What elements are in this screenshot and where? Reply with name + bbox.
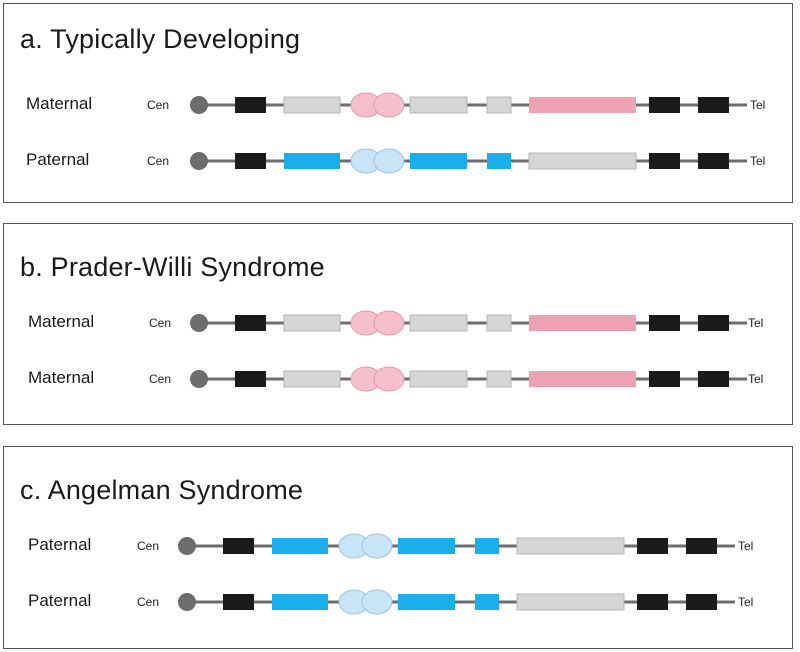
gene-block-large <box>516 593 625 611</box>
gene-block <box>475 594 499 610</box>
parent-label: Paternal <box>26 150 90 169</box>
imprinting-center-lobe <box>361 589 393 615</box>
gene-block <box>475 538 499 554</box>
chromosome-diagram <box>190 148 747 174</box>
gene-block-black <box>698 371 729 387</box>
gene-block-black <box>223 538 254 554</box>
telomere-label: Tel <box>750 154 766 168</box>
gene-block-large <box>528 152 637 170</box>
gene-block-black <box>649 97 680 113</box>
panel-title: c. Angelman Syndrome <box>20 475 304 505</box>
gene-block-black <box>649 371 680 387</box>
gene-block <box>283 314 341 332</box>
centromere-label: Cen <box>149 372 172 386</box>
imprinting-center-lobe <box>373 148 405 174</box>
telomere-label: Tel <box>738 539 754 553</box>
chromosome-row: Maternal Cen Tel <box>4 364 792 394</box>
gene-block <box>409 96 468 114</box>
centromere-label: Cen <box>149 316 172 330</box>
gene-block-black <box>686 538 717 554</box>
centromere-dot <box>178 537 196 555</box>
gene-block <box>283 370 341 388</box>
gene-block <box>398 594 455 610</box>
gene-block <box>272 538 328 554</box>
chromosome-row: Maternal Cen Tel <box>4 308 792 338</box>
imprinting-center-lobe <box>373 310 405 336</box>
panel-prader-willi: b. Prader-Willi Syndrome Maternal Cen Te… <box>3 223 793 425</box>
panel-title: b. Prader-Willi Syndrome <box>20 252 325 282</box>
gene-block <box>410 153 467 169</box>
imprinting-center-lobe <box>373 92 405 118</box>
centromere-label: Cen <box>137 539 160 553</box>
gene-block-large <box>529 97 636 113</box>
gene-block-black <box>686 594 717 610</box>
gene-block-large <box>529 315 636 331</box>
gene-block <box>283 96 341 114</box>
chromosome-row: Paternal Cen Tel <box>4 146 792 176</box>
gene-block-black <box>235 153 266 169</box>
parent-label: Maternal <box>26 94 93 113</box>
panel-angelman: c. Angelman Syndrome Paternal Cen Tel Pa… <box>3 446 793 649</box>
chromosome-row: Paternal Cen Tel <box>4 531 792 561</box>
gene-block <box>409 370 468 388</box>
centromere-label: Cen <box>137 595 160 609</box>
centromere-dot <box>190 314 208 332</box>
centromere-dot <box>190 152 208 170</box>
panel-title: a. Typically Developing <box>20 24 301 54</box>
centromere-label: Cen <box>147 154 170 168</box>
gene-block-black <box>223 594 254 610</box>
gene-block-black <box>649 315 680 331</box>
gene-block-large <box>516 537 625 555</box>
gene-block <box>486 96 512 114</box>
chromosome-row: Paternal Cen Tel <box>4 587 792 617</box>
gene-block-black <box>698 153 729 169</box>
telomere-label: Tel <box>750 98 766 112</box>
imprinting-center-lobe <box>361 533 393 559</box>
gene-block <box>487 153 511 169</box>
gene-block <box>272 594 328 610</box>
centromere-dot <box>190 370 208 388</box>
parent-label: Paternal <box>28 591 92 610</box>
gene-block <box>486 370 512 388</box>
gene-block <box>398 538 455 554</box>
gene-block <box>409 314 468 332</box>
gene-block-black <box>235 315 266 331</box>
centromere-label: Cen <box>147 98 170 112</box>
gene-block-black <box>698 97 729 113</box>
gene-block-black <box>235 97 266 113</box>
chromosome-row: Maternal Cen Tel <box>4 90 792 120</box>
gene-block <box>486 314 512 332</box>
panel-typically-developing: a. Typically Developing Maternal Cen Tel… <box>3 3 793 203</box>
chromosome-diagram <box>178 589 735 615</box>
chromosome-diagram <box>178 533 735 559</box>
centromere-dot <box>178 593 196 611</box>
parent-label: Maternal <box>28 312 95 331</box>
gene-block-large <box>529 371 636 387</box>
telomere-label: Tel <box>748 372 764 386</box>
chromosome-diagram <box>190 92 747 118</box>
gene-block <box>284 153 340 169</box>
gene-block-black <box>637 538 668 554</box>
telomere-label: Tel <box>748 316 764 330</box>
gene-block-black <box>637 594 668 610</box>
imprinting-center-lobe <box>373 366 405 392</box>
centromere-dot <box>190 96 208 114</box>
chromosome-diagram <box>190 366 747 392</box>
parent-label: Maternal <box>28 368 95 387</box>
gene-block-black <box>235 371 266 387</box>
gene-block-black <box>698 315 729 331</box>
parent-label: Paternal <box>28 535 92 554</box>
gene-block-black <box>649 153 680 169</box>
chromosome-diagram <box>190 310 747 336</box>
telomere-label: Tel <box>738 595 754 609</box>
